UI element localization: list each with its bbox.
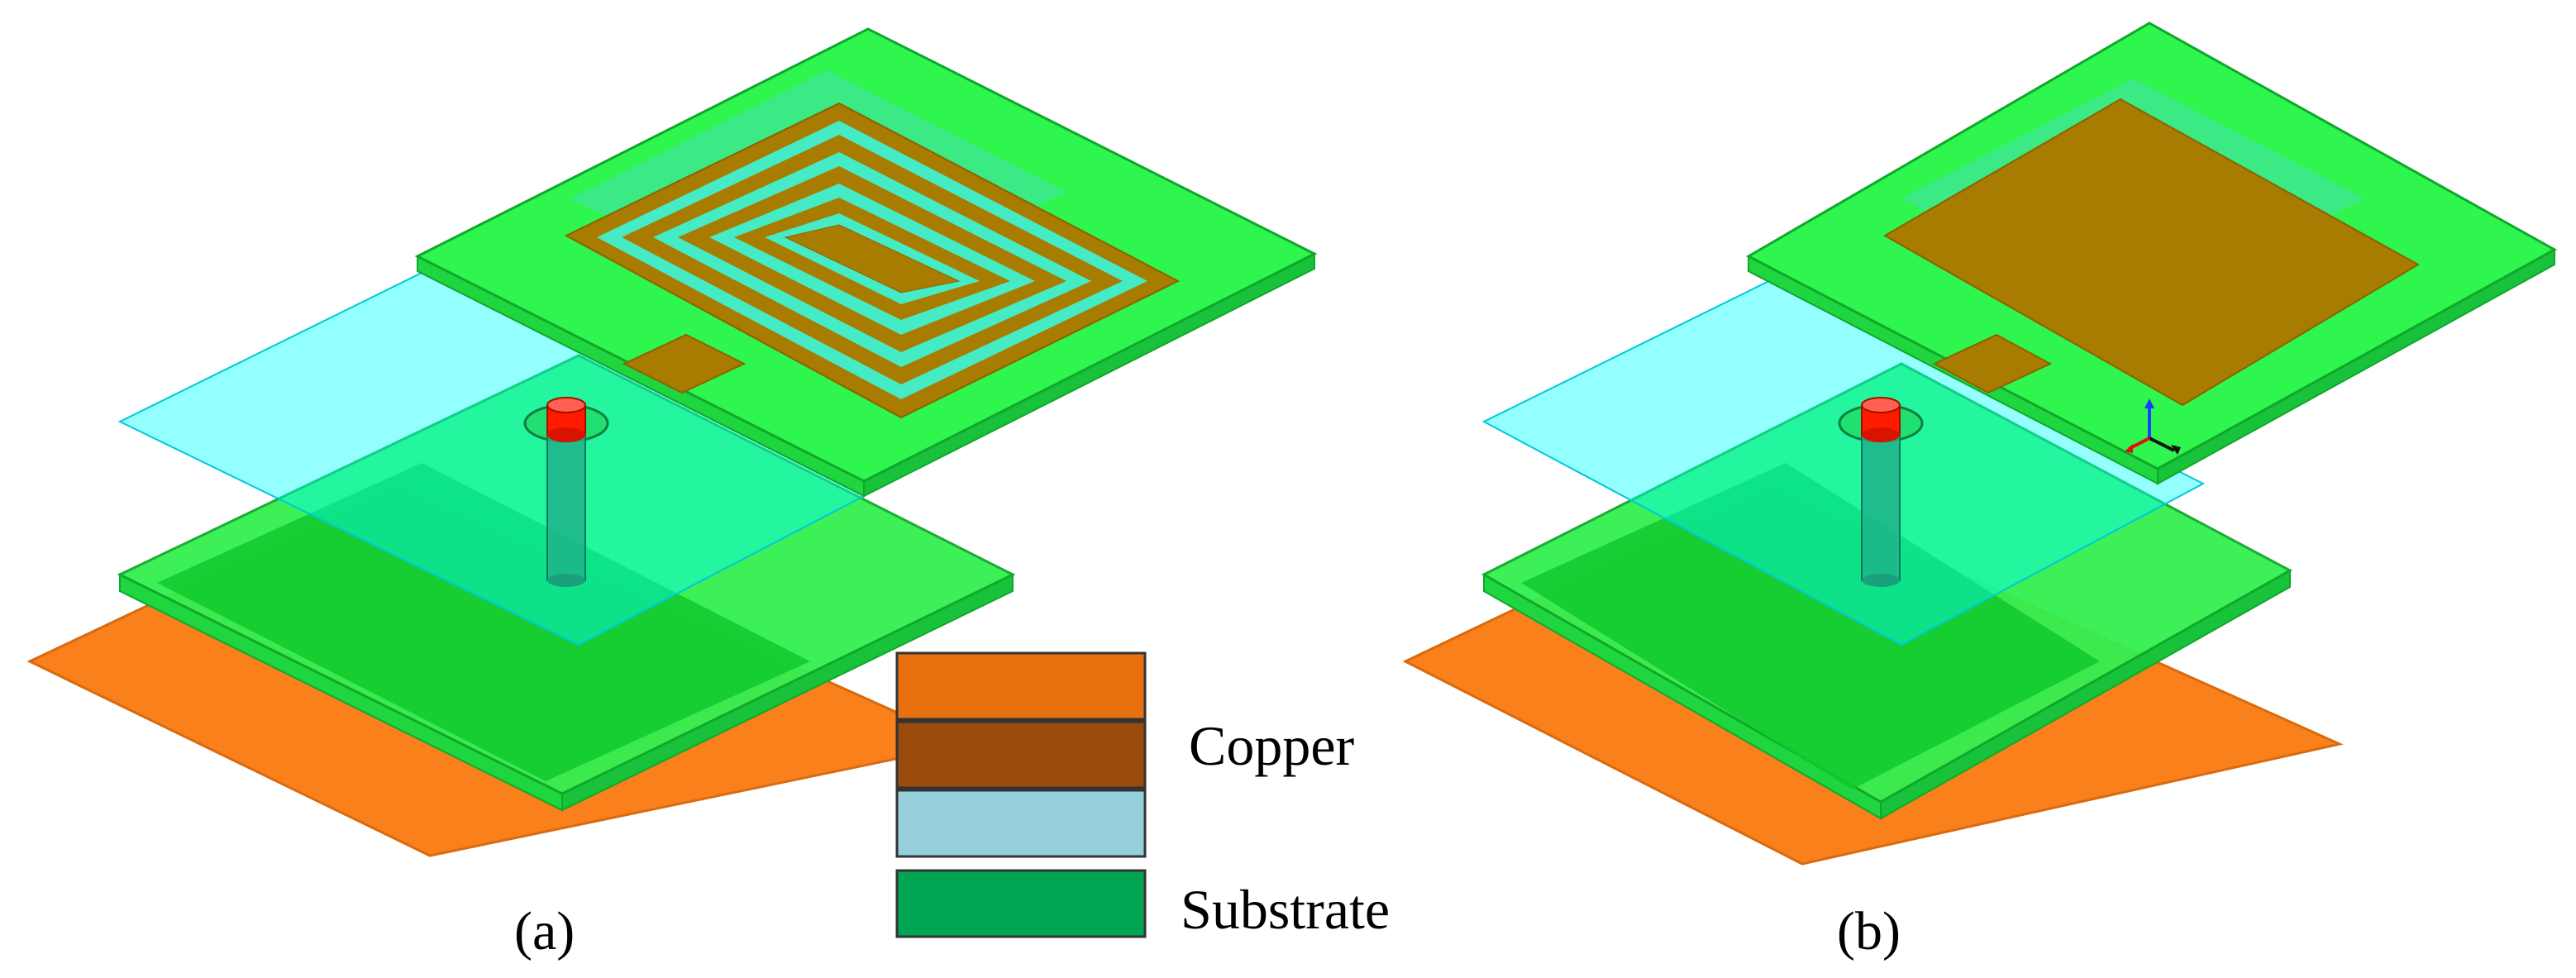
legend: Copper Substrate bbox=[895, 651, 1390, 941]
panel-b bbox=[1402, 21, 2558, 866]
legend-copper-swatch bbox=[895, 651, 1147, 721]
panel-b-caption: (b) bbox=[1837, 901, 1901, 961]
legend-substrate-light-swatch bbox=[895, 789, 1147, 858]
panel-a-caption: (a) bbox=[514, 901, 575, 961]
panel-a-feed-pin bbox=[546, 397, 586, 442]
panel-a bbox=[26, 27, 1318, 857]
panel-a-feed-line bbox=[622, 333, 747, 394]
panel-a-spiral-patch bbox=[564, 102, 1181, 419]
axes-triad-icon bbox=[2125, 398, 2181, 455]
panel-b-feed-line bbox=[1932, 333, 2053, 394]
panel-b-feed-pin bbox=[1861, 397, 1901, 442]
legend-label-substrate: Substrate bbox=[1181, 878, 1390, 941]
panel-b-dielectric-layer bbox=[1481, 271, 2206, 646]
panel-b-square-patch bbox=[1882, 98, 2421, 407]
legend-label-copper: Copper bbox=[1189, 714, 1355, 777]
legend-substrate-swatch bbox=[895, 869, 1147, 938]
legend-copper-dark-swatch bbox=[895, 720, 1147, 790]
